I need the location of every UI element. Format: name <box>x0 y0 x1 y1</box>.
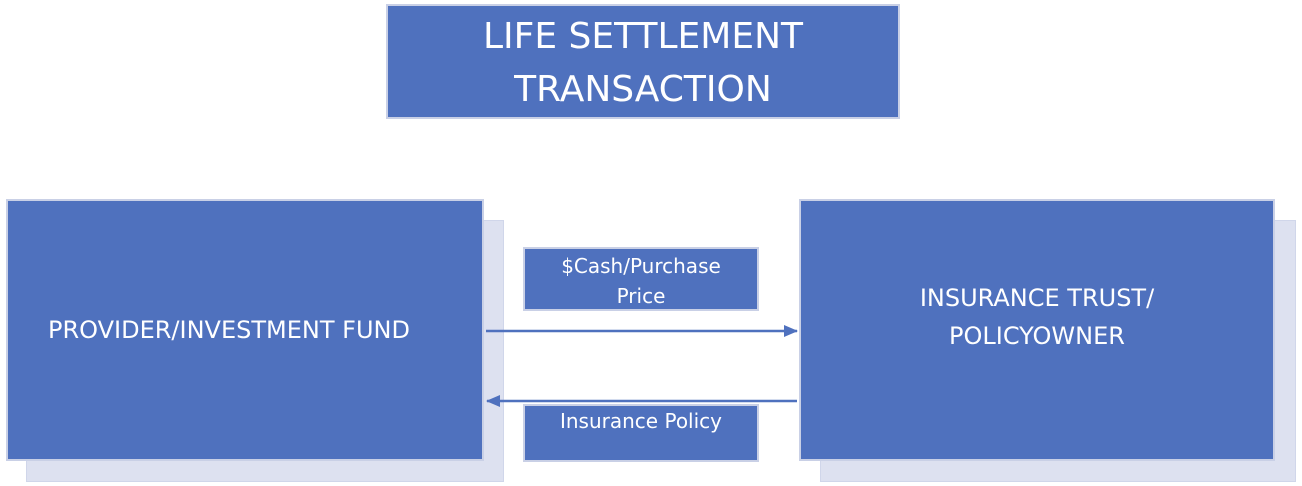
title-box: LIFE SETTLEMENT TRANSACTION <box>386 4 900 119</box>
title-text: LIFE SETTLEMENT TRANSACTION <box>482 16 804 110</box>
provider-investment-fund-box: PROVIDER/INVESTMENT FUND <box>6 199 484 461</box>
trust-label: INSURANCE TRUST/ POLICYOWNER <box>919 283 1155 350</box>
insurance-policy-label: Insurance Policy <box>523 404 759 462</box>
insurance-trust-policyowner-box: INSURANCE TRUST/ POLICYOWNER <box>799 199 1275 461</box>
provider-label: PROVIDER/INVESTMENT FUND <box>48 316 410 344</box>
cash-purchase-price-label: $Cash/Purchase Price <box>523 247 759 311</box>
